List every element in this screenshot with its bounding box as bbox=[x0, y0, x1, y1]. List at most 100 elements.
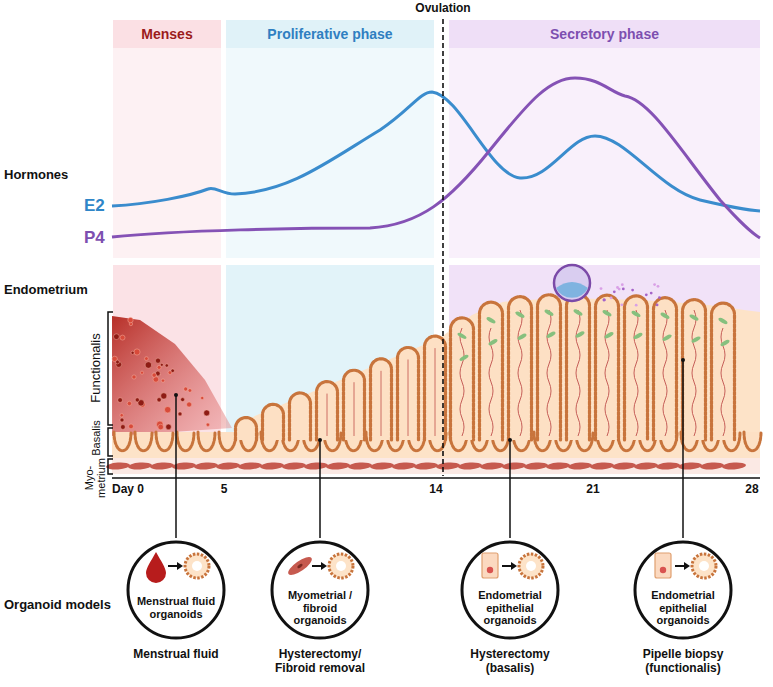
blood-cell bbox=[114, 334, 120, 340]
axis-heading: Hormones bbox=[4, 168, 68, 183]
stromal-cell bbox=[633, 332, 644, 340]
stromal-cell bbox=[604, 331, 615, 339]
secreted-factor bbox=[613, 290, 616, 293]
model-name: Endometrial epithelial organoids bbox=[641, 589, 725, 627]
blood-cell bbox=[160, 363, 163, 366]
spiral-artery bbox=[460, 328, 464, 436]
stromal-cell bbox=[488, 338, 499, 346]
leader-line bbox=[319, 440, 321, 538]
model-name: Myometrial / fibroid organoids bbox=[278, 589, 362, 627]
spiral-artery bbox=[408, 359, 409, 436]
leader-line bbox=[175, 395, 177, 538]
layer-label: Basalis bbox=[90, 420, 103, 455]
arrow-head bbox=[321, 562, 327, 570]
arrow-shaft bbox=[168, 565, 178, 567]
endometrial-tissue bbox=[112, 298, 760, 458]
phase-title: Proliferative phase bbox=[267, 26, 392, 42]
blood-cell bbox=[135, 398, 139, 402]
endometrial-gland bbox=[236, 418, 257, 440]
endometrial-gland bbox=[290, 393, 311, 440]
blood-cell bbox=[132, 375, 136, 379]
secreted-factor bbox=[600, 287, 603, 290]
secreted-factor bbox=[603, 299, 606, 302]
smooth-muscle-cell bbox=[238, 462, 262, 470]
endometrial-gland bbox=[654, 298, 677, 440]
p4-curve bbox=[112, 78, 760, 238]
leader-dot bbox=[174, 393, 178, 397]
blood-drop-icon bbox=[146, 552, 166, 583]
model-name: Menstrual fluid organoids bbox=[134, 595, 218, 620]
leader-dot bbox=[508, 438, 512, 442]
cell-nucleus-icon bbox=[660, 567, 666, 573]
endometrial-gland bbox=[317, 382, 338, 440]
organoid-model-circle: Menstrual fluid organoidsMenstrual fluid bbox=[101, 540, 251, 680]
endometrial-gland bbox=[712, 303, 735, 440]
blood-cell bbox=[161, 379, 164, 382]
blood-cell bbox=[152, 373, 156, 377]
smooth-muscle-cell bbox=[502, 462, 526, 470]
blood-cell bbox=[121, 425, 126, 430]
smooth-muscle-cell bbox=[722, 462, 746, 470]
endometrial-gland bbox=[596, 295, 619, 440]
endometrial-gland bbox=[398, 347, 419, 440]
stromal-cell bbox=[486, 316, 497, 324]
leader-dot bbox=[318, 438, 322, 442]
organoid-icon bbox=[329, 554, 353, 578]
smooth-muscle-cell bbox=[194, 462, 218, 470]
basalis-crypt bbox=[135, 432, 152, 451]
spiral-artery bbox=[381, 371, 382, 436]
circle-border bbox=[635, 542, 731, 638]
arrow-head bbox=[511, 562, 517, 570]
blastocyst bbox=[554, 265, 590, 301]
organoid-icon bbox=[692, 554, 716, 578]
phase-band: Menses bbox=[113, 20, 221, 48]
phase-title: Menses bbox=[141, 26, 192, 42]
layer-label: Functionalis bbox=[89, 333, 104, 402]
model-name: Endometrial epithelial organoids bbox=[468, 589, 552, 627]
endometrial-gland bbox=[567, 294, 590, 440]
secreted-factor bbox=[635, 304, 638, 307]
leader-dot bbox=[681, 358, 685, 362]
arrow-head bbox=[177, 562, 183, 570]
smooth-muscle-cell bbox=[216, 462, 240, 470]
spiral-artery bbox=[634, 310, 638, 436]
day-label: 14 bbox=[429, 483, 442, 497]
organoid-icon bbox=[519, 554, 543, 578]
blood-cell bbox=[145, 362, 152, 369]
blood-cell bbox=[120, 414, 123, 417]
day-label: 5 bbox=[221, 483, 228, 497]
organoid-lumen-icon bbox=[192, 561, 202, 571]
spiral-artery bbox=[576, 310, 580, 436]
basalis-crypt bbox=[219, 432, 236, 451]
stromal-cell bbox=[691, 335, 702, 343]
smooth-muscle-cell bbox=[392, 462, 416, 470]
stromal-cell bbox=[575, 330, 586, 338]
blood-cell bbox=[134, 349, 140, 355]
smooth-muscle-cell bbox=[348, 462, 372, 470]
circle-border bbox=[462, 542, 558, 638]
blood-cell bbox=[165, 364, 168, 367]
smooth-muscle-cell bbox=[150, 462, 174, 470]
phase-background bbox=[113, 48, 221, 258]
phase-background bbox=[226, 265, 434, 458]
smooth-muscle-cell bbox=[590, 462, 614, 470]
stromal-cell bbox=[459, 354, 470, 362]
organoid-lumen-icon bbox=[699, 561, 709, 571]
blood-cell bbox=[166, 424, 172, 430]
spiral-artery bbox=[435, 348, 436, 436]
blood-cell bbox=[165, 407, 171, 413]
phase-background bbox=[226, 48, 434, 258]
stromal-cell bbox=[546, 331, 557, 339]
secreted-factor bbox=[657, 285, 660, 288]
secreted-factor bbox=[650, 292, 653, 295]
blood-cell bbox=[178, 412, 182, 416]
stromal-cell bbox=[517, 332, 528, 340]
endometrial-gland bbox=[371, 359, 392, 440]
blood-cell bbox=[181, 398, 185, 402]
epithelial-cell-icon bbox=[482, 553, 498, 578]
leader-line bbox=[682, 360, 684, 538]
smooth-muscle-cell bbox=[568, 462, 592, 470]
hormone-label: P4 bbox=[84, 228, 105, 248]
tissue-source: Hysterectomy (basalis) bbox=[450, 647, 570, 676]
